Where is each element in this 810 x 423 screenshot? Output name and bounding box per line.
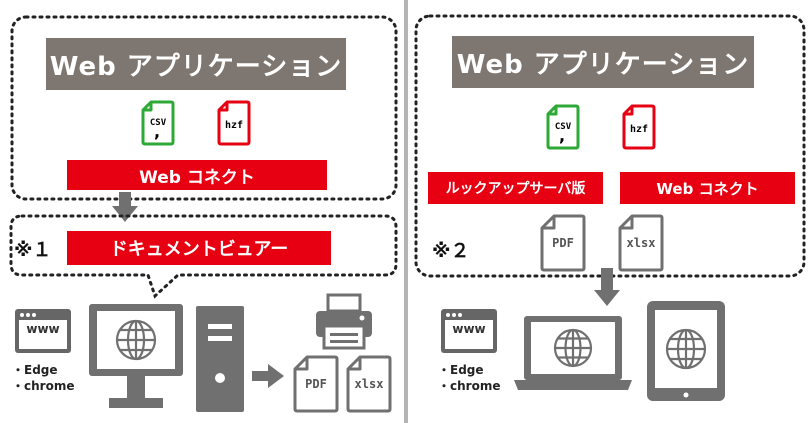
left-edge-label: ・Edge [12,363,58,377]
panel-divider [404,0,408,423]
right-note-mark: ※２ [432,240,470,262]
right-hzf-label: hzf [629,124,649,135]
pdf-file-icon [293,355,339,413]
right-webapp-boundary [414,14,806,278]
right-chrome-label: ・chrome [438,379,501,393]
left-webconnect-bar: Web コネクト [67,160,327,190]
csv-comma-glyph: , [154,122,161,141]
arrow-down-icon [594,268,620,306]
right-csv-label: CSV [554,122,572,132]
arrow-right-icon [252,364,284,388]
left-csv-label: CSV [149,118,167,128]
right-www-label: www [452,322,486,336]
left-www-label: www [26,322,60,336]
browser-window-icon [15,309,71,353]
right-webconnect-bar: Web コネクト [620,172,795,204]
left-hzf-label: hzf [224,120,244,131]
left-note-mark: ※１ [14,239,52,261]
globe-icon [553,328,593,368]
left-webapp-boundary [10,15,398,201]
left-pdf-label: PDF [305,377,327,391]
left-xlsx-label: xlsx [354,377,384,391]
left-viewer-boundary [9,214,398,299]
monitor-icon [89,304,183,408]
csv-file-icon [546,104,580,150]
printer-icon [316,293,372,350]
tablet-icon [647,301,725,401]
left-chrome-label: ・chrome [12,379,75,393]
arrow-down-icon [112,192,138,222]
globe-icon [115,319,157,361]
globe-icon [665,328,707,370]
right-pdf-label: PDF [552,236,574,250]
right-app-title: Web アプリケーション [452,36,754,88]
right-lookup-bar: ルックアップサーバ版 [428,172,603,204]
hzf-file-icon [622,104,656,150]
pdf-file-icon [540,214,586,272]
browser-window-icon [441,309,497,353]
laptop-icon [514,316,632,390]
csv-comma-glyph: , [559,126,566,145]
left-docviewer-bar: ドキュメントビュアー [67,231,331,265]
right-xlsx-label: xlsx [626,236,656,250]
left-app-title: Web アプリケーション [46,38,346,90]
xlsx-file-icon [346,355,392,413]
hzf-file-icon [217,100,251,146]
right-edge-label: ・Edge [438,363,484,377]
pc-tower-icon [196,306,244,412]
csv-file-icon [141,100,175,146]
xlsx-file-icon [618,214,664,272]
